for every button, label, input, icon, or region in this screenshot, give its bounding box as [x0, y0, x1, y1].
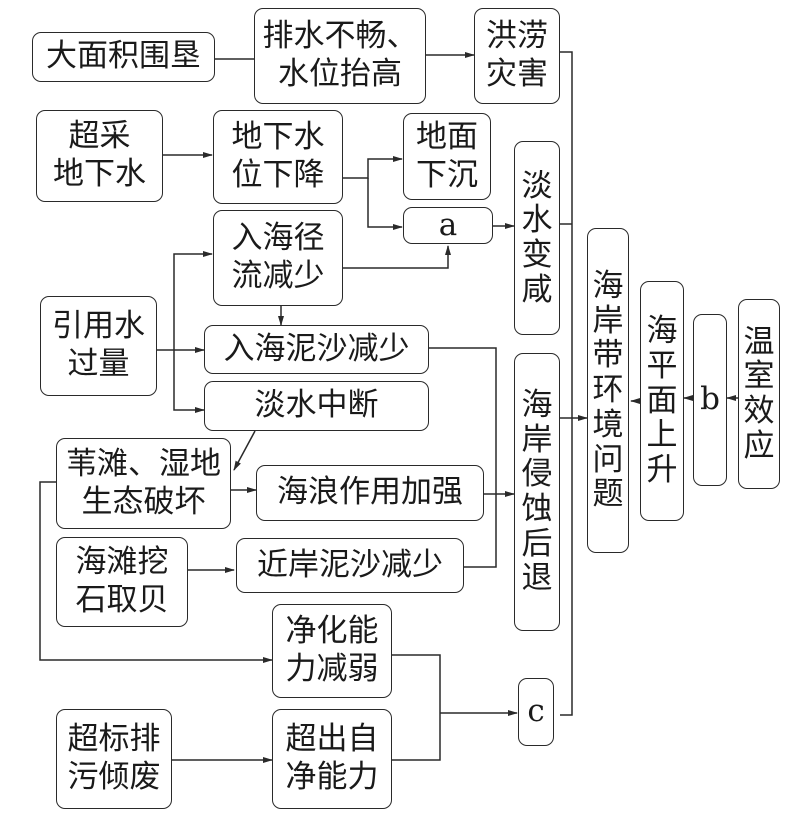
edge-sediment-erosion: [429, 347, 497, 568]
node-a: a: [403, 207, 493, 244]
node-overuse-water: 引用水 过量: [40, 296, 157, 396]
node-greenhouse-effect: 温 室 效 应: [738, 299, 780, 489]
node-land-subsidence: 地面 下沉: [403, 113, 491, 200]
edge-gwdrop-a: [367, 178, 403, 230]
node-overpump-groundwater: 超采 地下水: [36, 110, 163, 202]
node-sea-level-rise: 海 平 面 上 升: [640, 281, 684, 521]
node-nearshore-sediment-decrease: 近岸泥沙减少: [236, 538, 464, 593]
node-poor-drainage: 排水不畅、 水位抬高: [254, 8, 426, 104]
edge-gwdrop-branch: [343, 156, 403, 179]
node-large-scale-reclamation: 大面积围垦: [32, 32, 215, 82]
edge-overuse-trunk: [157, 251, 213, 351]
node-coastal-environment-problems: 海 岸 带 环 境 问 题: [587, 228, 629, 553]
node-sediment-decrease: 入海泥沙减少: [204, 325, 429, 374]
node-runoff-decrease: 入海径 流减少: [213, 210, 343, 306]
node-groundwater-drop: 地下水 位下降: [213, 110, 343, 204]
edge-runoff-a: [343, 245, 451, 269]
edge-purify-c: [392, 654, 441, 761]
node-b: b: [693, 314, 727, 486]
edge-freshcut-wetland: [233, 430, 256, 471]
edge-overuse-freshcut: [173, 350, 205, 413]
node-beach-digging: 海滩挖 石取贝: [56, 537, 188, 627]
edge-wetland-purify: [39, 481, 273, 663]
node-freshwater-saline: 淡 水 变 咸: [514, 141, 560, 335]
node-purification-weakened: 净化能 力减弱: [272, 604, 392, 698]
node-wave-strengthen: 海浪作用加强: [256, 465, 484, 521]
node-excessive-pollution: 超标排 污倾废: [56, 709, 172, 809]
node-freshwater-cutoff: 淡水中断: [204, 381, 429, 431]
node-c: c: [518, 678, 554, 746]
edge-flood-bus: [560, 51, 573, 716]
node-flood-disaster: 洪涝 灾害: [474, 8, 560, 104]
node-wetland-damage: 苇滩、湿地 生态破坏: [56, 438, 231, 529]
node-coastal-erosion: 海 岸 侵 蚀 后 退: [514, 353, 560, 631]
node-exceed-self-purification: 超出自 净能力: [272, 709, 392, 809]
